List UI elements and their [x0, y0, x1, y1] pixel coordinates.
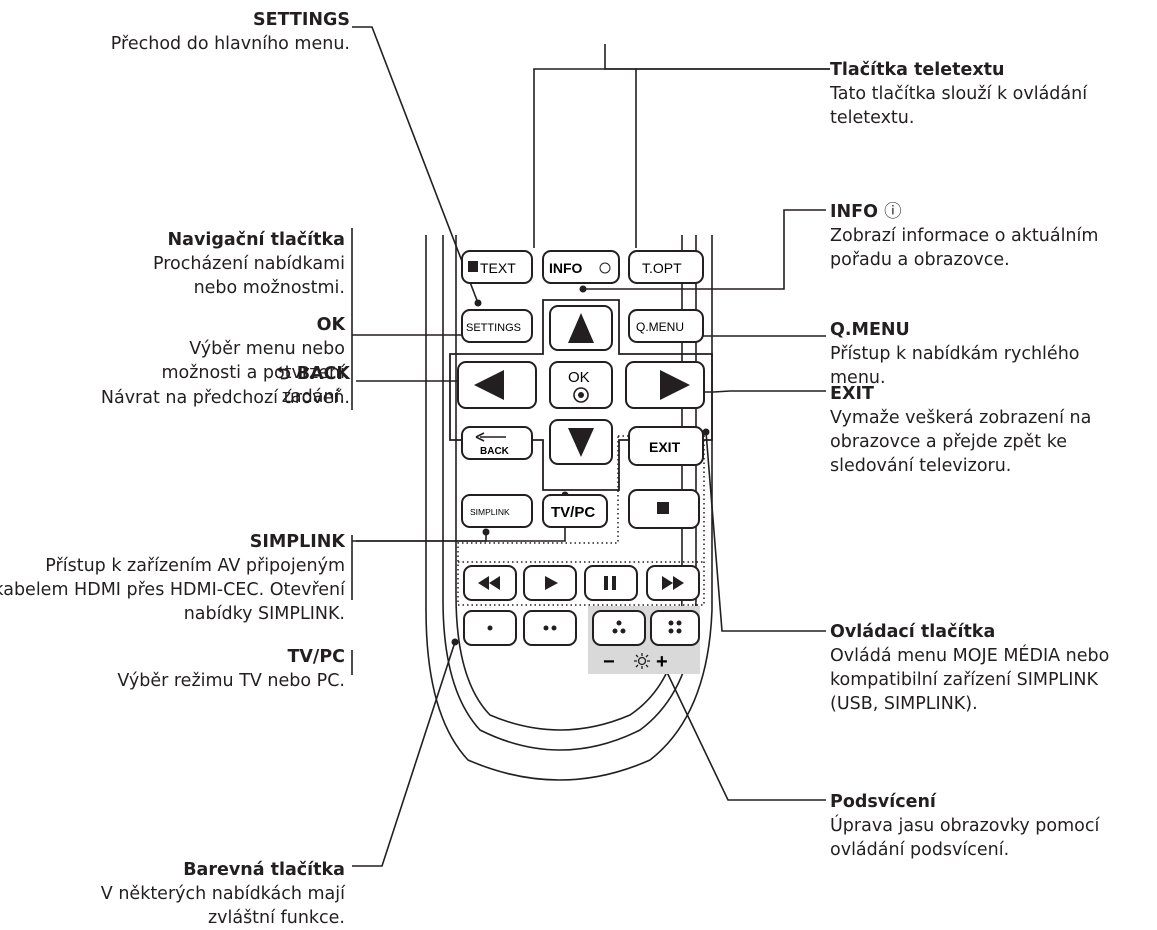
topt-button[interactable]: T.OPT — [628, 250, 704, 284]
info-label: INFO — [549, 260, 583, 276]
callout-control: Ovládací tlačítka Ovládá menu MOJE MÉDIA… — [830, 620, 1150, 716]
forward-button[interactable] — [646, 565, 700, 601]
settings-label: SETTINGS — [466, 322, 521, 334]
left-button[interactable] — [457, 361, 537, 409]
tvpc-title: TV/PC — [287, 647, 345, 667]
leader-lines — [351, 26, 830, 867]
exit-label: EXIT — [649, 439, 681, 455]
rewind-button[interactable] — [463, 565, 517, 601]
back-desc: Návrat na předchozí úroveň. — [100, 388, 350, 408]
exit-desc: Vymaže veškerá zobrazení na obrazovce a … — [830, 408, 1092, 476]
backlight-plus: + — [656, 651, 668, 673]
color-title: Barevná tlačítka — [183, 860, 345, 880]
down-button[interactable] — [549, 419, 613, 465]
callout-exit: EXIT Vymaže veškerá zobrazení na obrazov… — [830, 382, 1130, 478]
color-button-1[interactable] — [463, 610, 517, 646]
control-title: Ovládací tlačítka — [830, 622, 996, 642]
tvpc-label: TV/PC — [551, 504, 595, 521]
info-button[interactable]: INFO — [542, 250, 620, 284]
simplink-label: SIMPLINK — [470, 507, 510, 517]
simplink-button[interactable]: SIMPLINK — [461, 494, 533, 528]
ok-label: OK — [568, 369, 590, 386]
simplink-title: SIMPLINK — [249, 532, 345, 552]
callout-ok: OK Výběr menu nebo možnosti a potvrzení … — [130, 313, 345, 409]
exit-button[interactable]: EXIT — [628, 426, 704, 466]
color-button-3[interactable] — [592, 610, 646, 646]
teletext-desc: Tato tlačítka slouží k ovládání teletext… — [830, 84, 1088, 128]
qmenu-button[interactable]: Q.MENU — [628, 309, 704, 343]
backlight-minus: − — [603, 651, 615, 673]
pause-button[interactable] — [584, 565, 638, 601]
callout-simplink: SIMPLINK Přístup k zařízením AV připojen… — [0, 530, 345, 626]
info-desc: Zobrazí informace o aktuálním pořadu a o… — [830, 226, 1099, 270]
back-title: BACK — [296, 364, 350, 384]
ok-title: OK — [316, 315, 345, 335]
left-arrow-icon — [474, 370, 504, 400]
tvpc-button[interactable]: TV/PC — [542, 494, 608, 528]
stop-icon — [657, 502, 669, 514]
ok-button[interactable]: OK — [549, 361, 613, 409]
text-label: TEXT — [480, 260, 516, 276]
up-button[interactable] — [549, 305, 613, 351]
exit-title: EXIT — [830, 384, 874, 404]
right-button[interactable] — [625, 361, 705, 409]
navigation-pad — [449, 299, 713, 491]
navigation-title: Navigační tlačítka — [167, 230, 345, 250]
back-arrow-icon: ⮌ — [276, 364, 291, 384]
tvpc-desc: Výběr režimu TV nebo PC. — [117, 671, 345, 691]
settings-button[interactable]: SETTINGS — [461, 309, 533, 343]
backlight-title: Podsvícení — [830, 792, 936, 812]
ok-desc: Výběr menu nebo možnosti a potvrzení zad… — [161, 339, 345, 407]
stop-button[interactable] — [628, 489, 700, 529]
backlight-desc: Úprava jasu obrazovky pomocí ovládání po… — [830, 816, 1100, 860]
color-desc: V některých nabídkách mají zvláštní funk… — [100, 884, 345, 928]
color-button-2[interactable] — [523, 610, 577, 646]
callout-teletext: Tlačítka teletextu Tato tlačítka slouží … — [830, 58, 1150, 130]
callout-tvpc: TV/PC Výběr režimu TV nebo PC. — [45, 645, 345, 693]
callout-info: INFO ⓘ Zobrazí informace o aktuálním poř… — [830, 200, 1155, 272]
up-arrow-icon — [568, 313, 594, 343]
callout-back: ⮌ BACK Návrat na předchozí úroveň. — [101, 362, 350, 410]
simplink-desc: Přístup k zařízením AV připojeným kabele… — [0, 556, 345, 624]
callout-navigation: Navigační tlačítka Procházení nabídkami … — [130, 228, 345, 300]
control-desc: Ovládá menu MOJE MÉDIA nebo kompatibilní… — [830, 646, 1110, 714]
right-arrow-icon — [660, 370, 690, 400]
topt-label: T.OPT — [642, 260, 682, 276]
back-label: BACK — [480, 446, 510, 457]
text-button[interactable]: TEXT — [461, 250, 533, 284]
color-button-4[interactable] — [650, 610, 700, 646]
navigation-desc: Procházení nabídkami nebo možnostmi. — [152, 254, 345, 298]
teletext-title: Tlačítka teletextu — [830, 60, 1005, 80]
sun-icon — [634, 653, 650, 669]
info-icon: ⓘ — [884, 202, 902, 222]
settings-desc: Přechod do hlavního menu. — [110, 34, 350, 54]
qmenu-desc: Přístup k nabídkám rychlého menu. — [830, 344, 1080, 388]
back-button[interactable]: BACK — [461, 426, 533, 460]
callout-backlight: Podsvícení Úprava jasu obrazovky pomocí … — [830, 790, 1155, 862]
play-button[interactable] — [523, 565, 577, 601]
callout-qmenu: Q.MENU Přístup k nabídkám rychlého menu. — [830, 318, 1130, 390]
settings-title: SETTINGS — [253, 10, 350, 30]
info-title: INFO — [830, 202, 878, 222]
callout-settings: SETTINGS Přechod do hlavního menu. — [111, 8, 350, 56]
down-arrow-icon — [568, 428, 594, 457]
qmenu-label: Q.MENU — [636, 320, 684, 334]
qmenu-title: Q.MENU — [830, 320, 910, 340]
callout-color: Barevná tlačítka V některých nabídkách m… — [85, 858, 345, 930]
